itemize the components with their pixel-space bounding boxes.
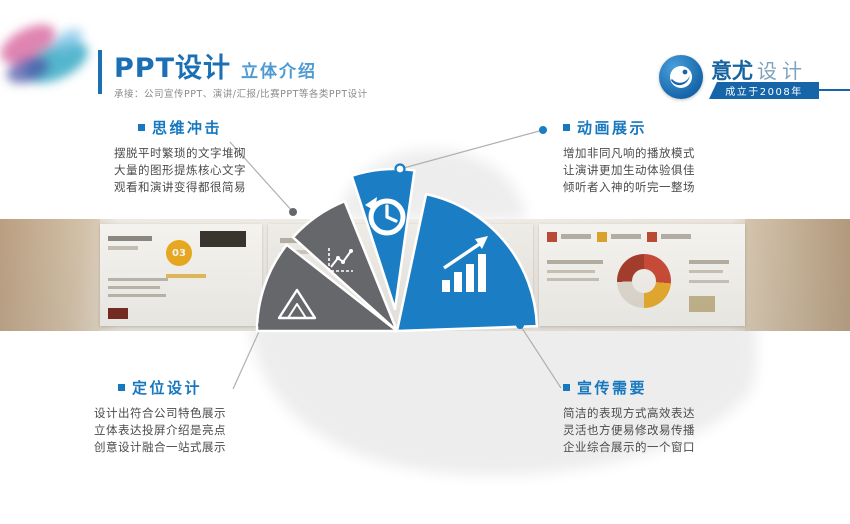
section-title: 动画展示 xyxy=(577,119,648,137)
section-line: 创意设计融合一站式展示 xyxy=(94,440,226,454)
section-line: 增加非同凡响的播放模式 xyxy=(563,146,695,160)
bullet-square xyxy=(563,124,570,131)
slide-text-bar xyxy=(108,286,160,289)
slide-text-bar xyxy=(280,250,330,254)
brand-name-bold: 意尤 xyxy=(711,59,753,83)
section-line: 设计出符合公司特色展示 xyxy=(94,406,226,420)
mini-icon-yellow xyxy=(597,232,607,242)
section-line: 倾听者入神的听完一整场 xyxy=(563,180,695,194)
section-line: 灵活也方便易修改易传播 xyxy=(563,423,695,437)
bullet-square xyxy=(117,384,125,391)
page-title: PPT设计 xyxy=(114,53,231,84)
showcase-photo-strip: 03 xyxy=(0,219,850,331)
section-top-right: 动画展示 增加非同凡响的播放模式 让演讲更加生动体验俱佳 倾听者入神的听完一整场 xyxy=(563,117,695,196)
section-line: 企业综合展示的一个窗口 xyxy=(563,440,695,454)
slide-text-bar xyxy=(280,238,350,243)
tagline: 承接：公司宣传PPT、演讲/汇报/比赛PPT等各类PPT设计 xyxy=(114,89,368,100)
mini-text-bar xyxy=(689,260,729,264)
bullet-square xyxy=(137,124,145,131)
slide-text-bar xyxy=(166,274,206,278)
brand-name-light: 设计 xyxy=(757,59,807,83)
section-title: 定位设计 xyxy=(131,379,202,397)
mini-photo-block xyxy=(689,296,715,312)
section-line: 让演讲更加生动体验俱佳 xyxy=(563,163,695,177)
section-line: 立体表达投屏介绍是亮点 xyxy=(94,423,226,437)
section-top-left: 思维冲击 摆脱平时繁琐的文字堆砌 大量的图形提炼核心文字 观看和演讲变得都很简易 xyxy=(100,117,260,196)
slide-number-badge: 03 xyxy=(166,240,192,266)
slide-text-bar xyxy=(108,294,166,297)
bullet-square xyxy=(563,384,570,391)
title-accent-bar xyxy=(98,50,102,94)
slide-thumbnail-center xyxy=(268,224,533,326)
brand-underline xyxy=(805,89,850,91)
watercolor-splash xyxy=(0,24,88,84)
section-line: 简洁的表现方式高效表达 xyxy=(563,406,695,420)
slide-thumbnail-right xyxy=(539,224,745,326)
brand-banner: 成立于2008年 xyxy=(709,82,819,99)
slide-logo-block xyxy=(108,308,128,319)
section-line: 摆脱平时繁琐的文字堆砌 xyxy=(114,146,246,160)
section-title: 思维冲击 xyxy=(151,119,222,137)
mini-text-bar xyxy=(547,270,595,273)
mini-icon-red xyxy=(647,232,657,242)
photo-left-edge xyxy=(0,219,100,331)
paint-swirl-icon xyxy=(659,55,703,99)
section-line: 观看和演讲变得都很简易 xyxy=(114,180,246,194)
section-title: 宣传需要 xyxy=(577,379,648,397)
mini-text-bar xyxy=(547,260,603,264)
mini-text-bar xyxy=(611,234,641,239)
photo-right-edge xyxy=(745,219,850,331)
donut-diagram xyxy=(617,254,671,308)
slide-subtitle-bar xyxy=(108,246,138,250)
mini-text-bar xyxy=(661,234,691,239)
mini-text-bar xyxy=(547,278,599,281)
slide-thumbnail-left: 03 xyxy=(100,224,262,326)
section-bottom-left: 定位设计 设计出符合公司特色展示 立体表达投屏介绍是亮点 创意设计融合一站式展示 xyxy=(75,377,245,456)
section-line: 大量的图形提炼核心文字 xyxy=(114,163,246,177)
slide-text-bar xyxy=(108,278,168,281)
mini-text-bar xyxy=(689,280,729,283)
slide-dark-tag xyxy=(200,231,246,247)
slide-title-bar xyxy=(108,236,152,241)
page-subtitle: 立体介绍 xyxy=(241,62,317,82)
section-bottom-right: 宣传需要 简洁的表现方式高效表达 灵活也方便易修改易传播 企业综合展示的一个窗口 xyxy=(563,377,695,456)
mini-text-bar xyxy=(561,234,591,239)
mini-text-bar xyxy=(689,270,723,273)
mini-icon-red xyxy=(547,232,557,242)
donut-hole xyxy=(632,269,656,293)
brand-logo: 意尤设计 成立于2008年 xyxy=(655,52,850,108)
